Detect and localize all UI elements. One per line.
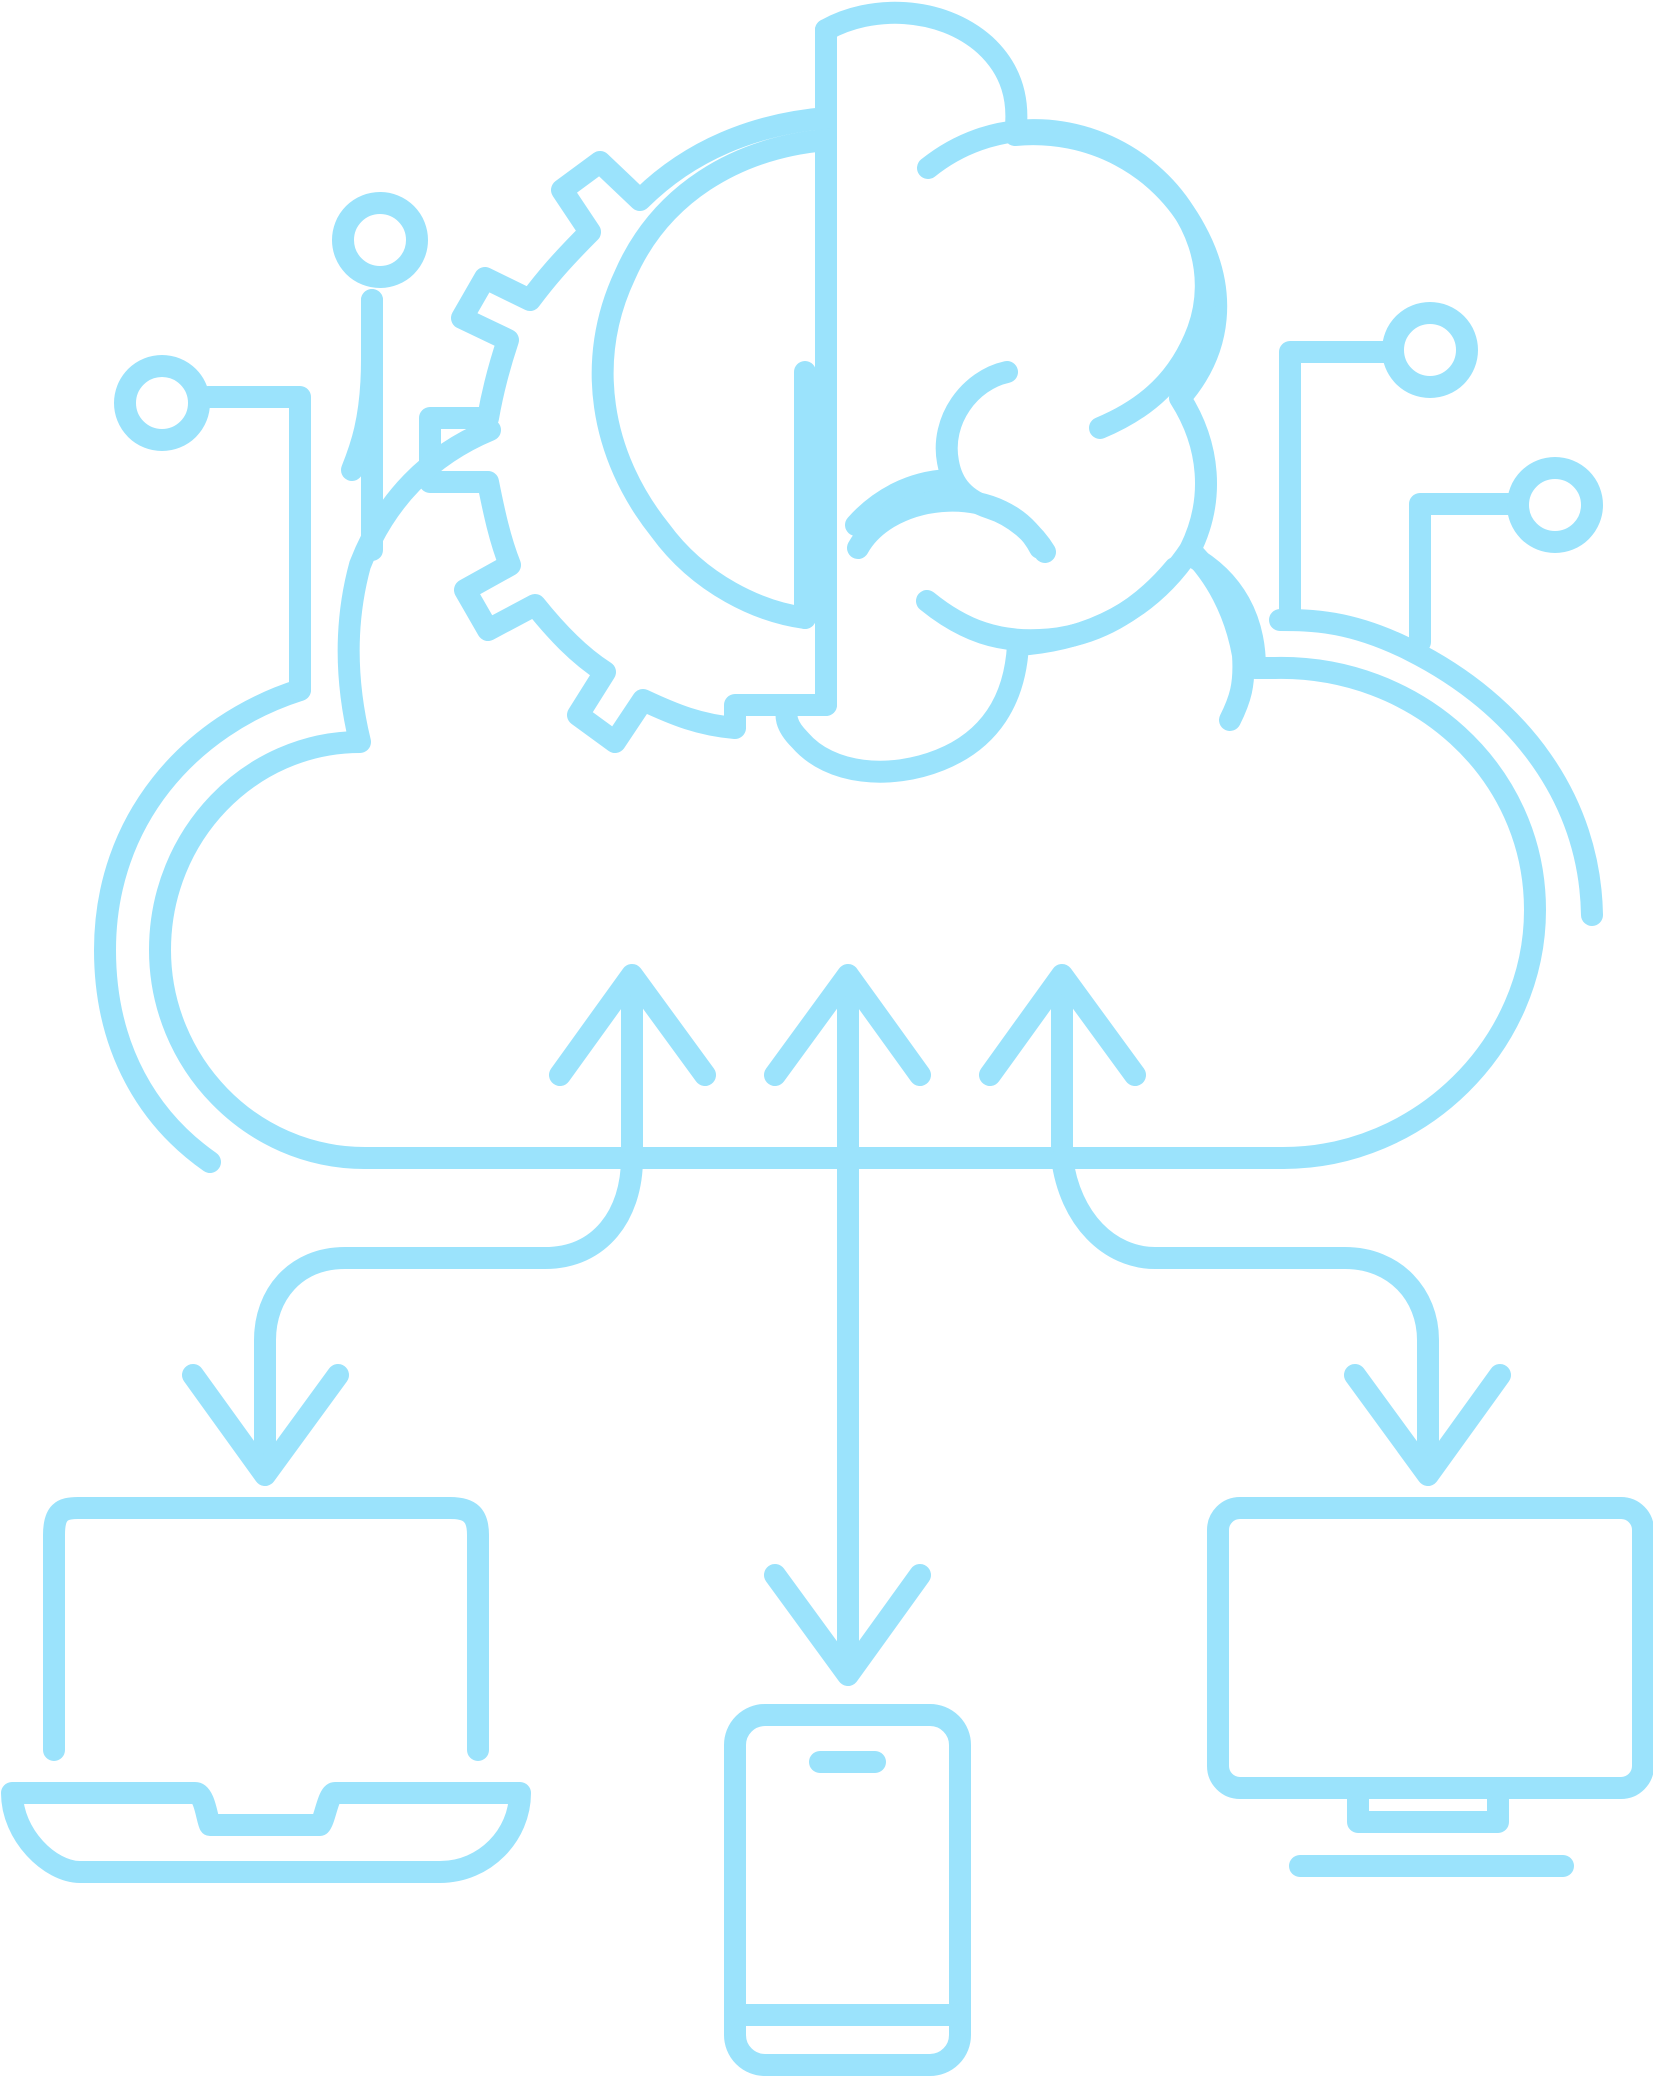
circuit-connectors xyxy=(114,192,1603,701)
circuit-line-right-upper xyxy=(1279,341,1396,631)
gear-icon xyxy=(419,19,837,753)
brain-lower-lobe xyxy=(775,539,1201,783)
laptop-screen xyxy=(43,1497,489,1761)
circuit-node-icon xyxy=(332,192,428,288)
circuit-line-left-lower xyxy=(197,386,311,701)
circuit-node-icon xyxy=(1507,457,1603,553)
circuit-node-icon xyxy=(114,355,210,451)
circuit-line-left-upper xyxy=(341,289,383,481)
smartphone-body xyxy=(724,1704,971,2076)
laptop-base xyxy=(1,1782,531,1883)
upload-arrows xyxy=(549,964,1146,1169)
arrow-down-monitor-icon xyxy=(1344,1364,1511,1486)
arrow-down-laptop-path xyxy=(254,1147,643,1471)
arrow-down-phone-icon xyxy=(764,1564,931,1686)
monitor-icon xyxy=(1207,1497,1653,1877)
smartphone-icon xyxy=(724,1704,971,2076)
download-arrows xyxy=(182,1147,1511,1686)
monitor-screen xyxy=(1207,1497,1653,1799)
circuit-line-right-lower xyxy=(1409,493,1521,653)
brain-fold-upper xyxy=(917,119,1217,439)
arrow-down-laptop-icon xyxy=(182,1364,349,1486)
cloud-outer-arc-right xyxy=(1269,609,1603,926)
circuit-node-icon xyxy=(1382,302,1478,398)
laptop-icon xyxy=(1,1497,531,1883)
brain-fold-lower xyxy=(847,489,1186,652)
arrow-up-left-icon xyxy=(549,964,716,1086)
arrow-down-monitor-path xyxy=(1051,1147,1439,1471)
monitor-stand-neck xyxy=(1347,1777,1509,1833)
arrow-up-right-icon xyxy=(979,964,1146,1086)
brain-gear-icon xyxy=(419,1,1255,783)
arrow-up-center-icon xyxy=(764,964,931,1086)
gear-inner-arc xyxy=(591,129,837,629)
